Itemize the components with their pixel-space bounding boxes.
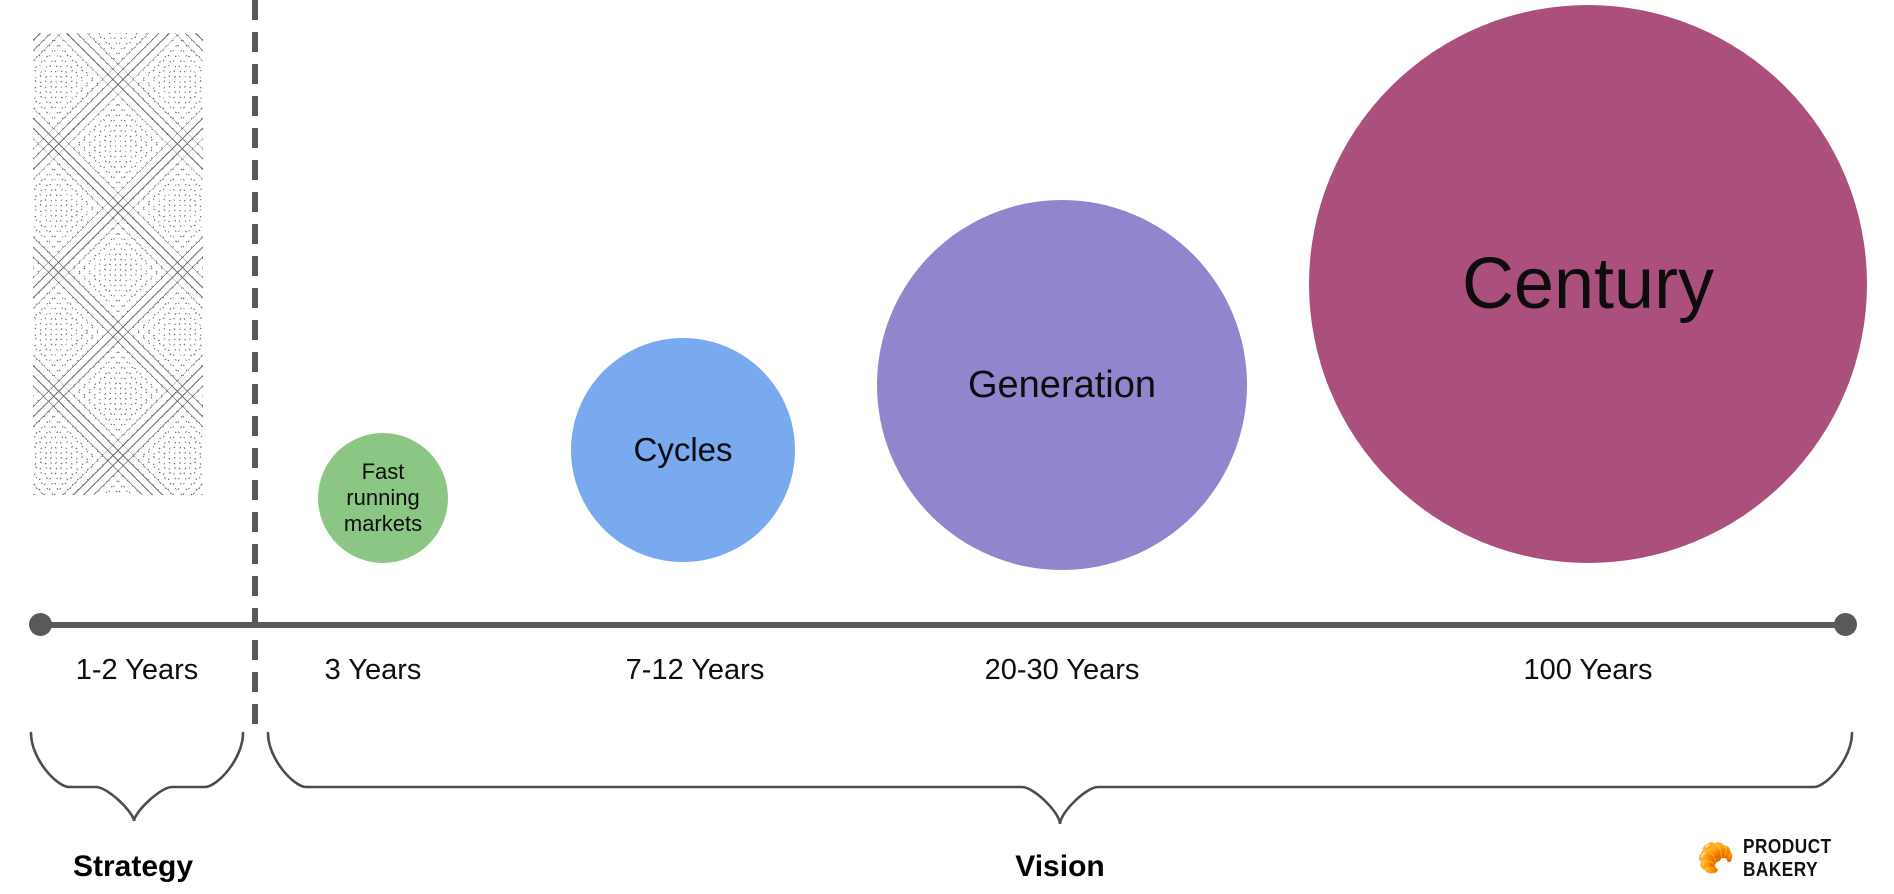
group-title-strategy: Strategy (72, 850, 194, 883)
logo-text: PRODUCT BAKERY (1743, 836, 1833, 881)
year-label-1-2-years: 1-2 Years (75, 654, 199, 686)
year-label-100-years: 100 Years (1523, 654, 1653, 686)
bubble-label: Century (1461, 243, 1715, 324)
brace-strategy (29, 731, 245, 822)
bubble-generation[interactable]: Generation (877, 200, 1247, 570)
product-bakery-logo: 🥐 PRODUCT BAKERY (1697, 836, 1894, 882)
group-title-vision: Vision (1015, 850, 1105, 883)
year-label-20-30-years: 20-30 Years (984, 654, 1140, 686)
timeline-axis (40, 622, 1846, 628)
bubble-fast-running-markets[interactable]: Fast running markets (318, 433, 448, 563)
bubble-cycles[interactable]: Cycles (571, 338, 795, 562)
year-label-3-years: 3 Years (324, 654, 422, 686)
axis-start-dot-icon (29, 613, 52, 636)
bubble-century[interactable]: Century (1309, 5, 1867, 563)
bubble-label: Cycles (633, 430, 733, 468)
croissant-icon: 🥐 (1697, 842, 1735, 875)
brace-vision (266, 731, 1854, 825)
dotted-crosshatch-pattern (33, 33, 203, 495)
bubble-label: Generation (967, 363, 1156, 406)
year-label-7-12-years: 7-12 Years (625, 654, 765, 686)
strategy-vision-divider (252, 0, 258, 732)
bubble-label: Fast running markets (343, 459, 423, 536)
axis-end-dot-icon (1834, 613, 1857, 636)
